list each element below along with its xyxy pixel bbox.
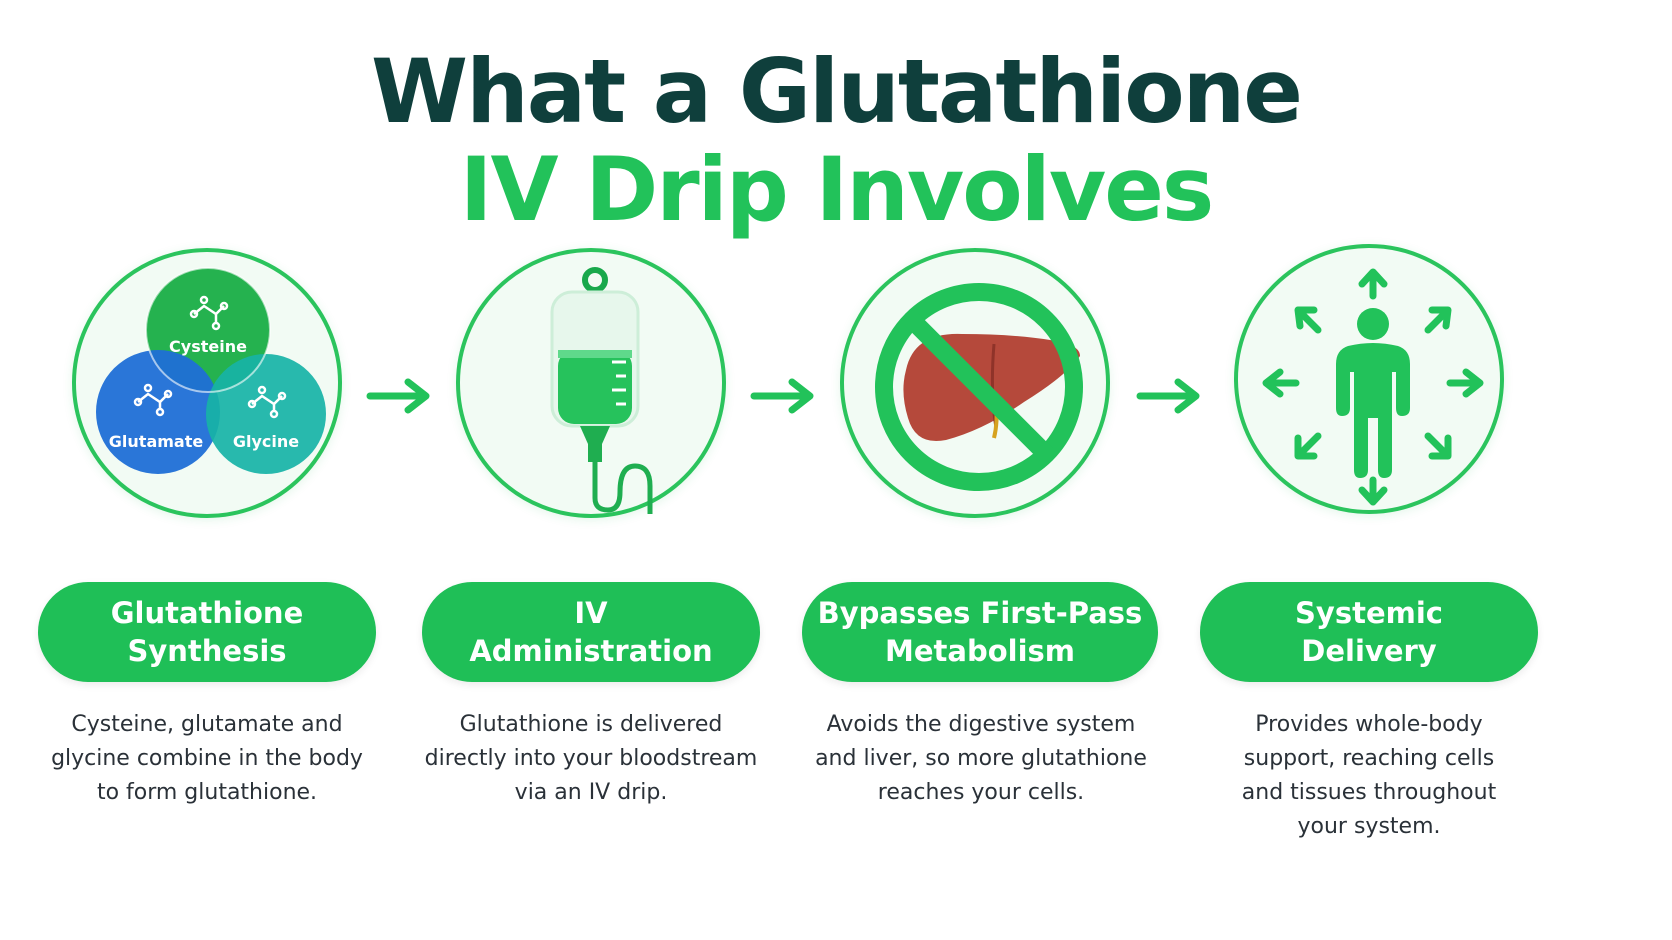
title-line-2: IV Drip Involves xyxy=(459,138,1215,241)
step-description: Avoids the digestive system and liver, s… xyxy=(815,712,1147,805)
step-heading: Bypasses First-Pass Metabolism xyxy=(802,582,1158,682)
amino-acids-venn-icon: Cysteine Glutamate Glycine xyxy=(72,248,342,518)
step-heading: Glutathione Synthesis xyxy=(38,582,376,682)
arrow-icon xyxy=(1262,268,1484,506)
step-heading: IV Administration xyxy=(422,582,760,682)
step-description: Provides whole-body support, reaching ce… xyxy=(1241,712,1497,839)
molecule-icon xyxy=(133,295,287,419)
step-description: Glutathione is delivered directly into y… xyxy=(424,712,758,805)
step-heading: Systemic Delivery xyxy=(1200,582,1538,682)
venn-label-glycine: Glycine xyxy=(233,432,299,451)
arrow-right-icon xyxy=(366,378,430,414)
body-distribution-icon xyxy=(1234,244,1504,514)
no-liver-icon xyxy=(840,248,1110,518)
title-line-1: What a Glutathione xyxy=(371,40,1303,143)
arrow-right-icon xyxy=(750,378,814,414)
venn-label-glutamate: Glutamate xyxy=(109,432,204,451)
arrow-right-icon xyxy=(1136,378,1200,414)
iv-bag-icon xyxy=(456,248,726,518)
venn-label-cysteine: Cysteine xyxy=(169,337,247,356)
step-description: Cysteine, glutamate and glycine combine … xyxy=(51,712,363,805)
